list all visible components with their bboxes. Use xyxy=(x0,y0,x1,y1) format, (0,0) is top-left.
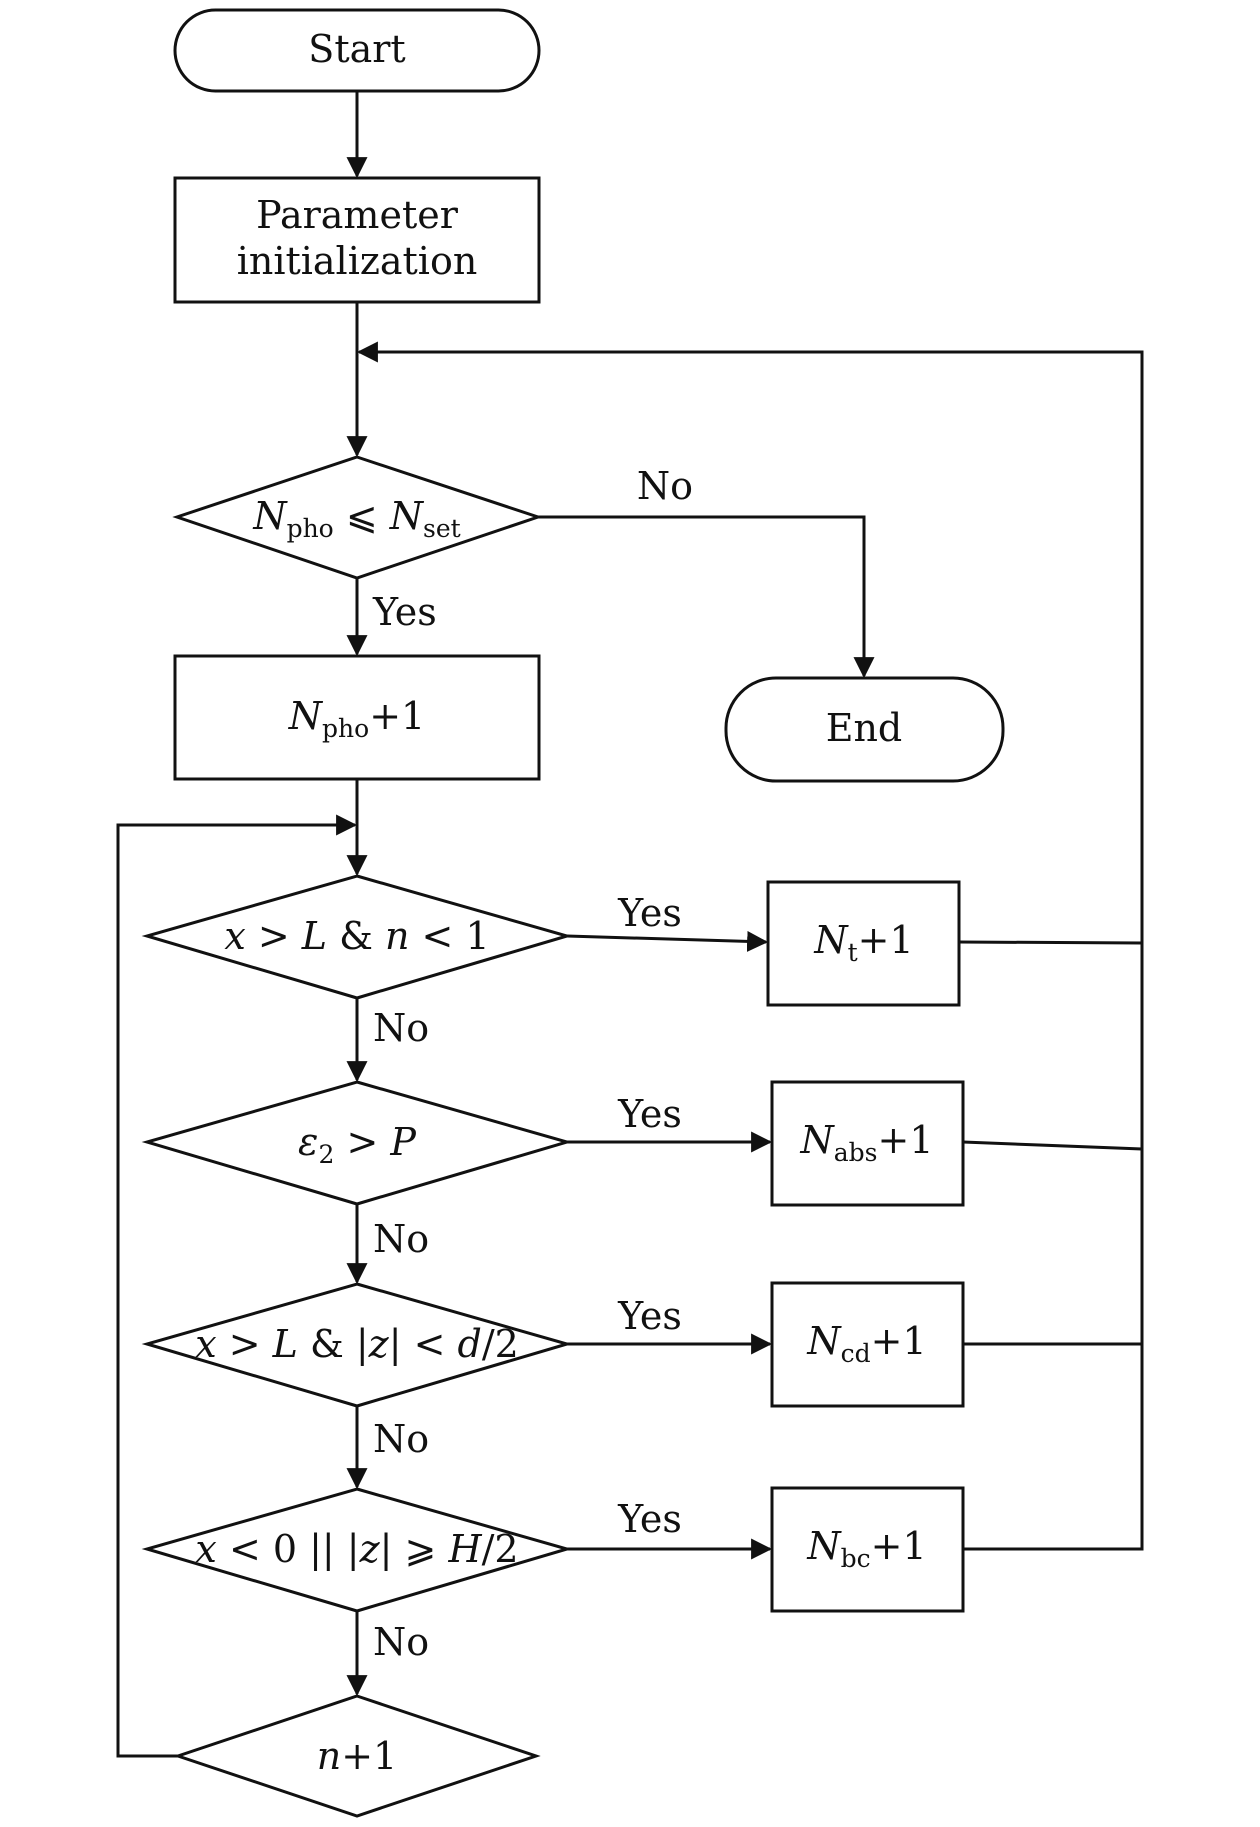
init-box xyxy=(173,176,541,304)
npho-increment-box xyxy=(173,654,541,781)
ncd-increment-label: Ncd+1 xyxy=(806,1319,926,1368)
edge-transmit-yes xyxy=(566,930,769,952)
nbc-increment-label: Nbc+1 xyxy=(806,1524,926,1573)
label-boundary-no: No xyxy=(373,1620,429,1664)
edge-inner-loop xyxy=(116,814,358,1758)
nabs-increment-label: Nabs+1 xyxy=(799,1118,933,1167)
end-label: End xyxy=(826,706,903,750)
label-transmit-no: No xyxy=(373,1006,429,1050)
absorb-condition-diamond xyxy=(141,1080,573,1206)
n-increment-label: n+1 xyxy=(317,1734,398,1778)
edge-nt-to-loop xyxy=(958,940,1143,945)
edge-main-no-to-end xyxy=(538,515,875,679)
label-absorb-yes: Yes xyxy=(617,1092,682,1136)
start-label: Start xyxy=(308,27,405,71)
transmit-condition-diamond xyxy=(141,874,573,1000)
edge-labels: No Yes Yes No Yes No Yes No Yes No xyxy=(372,464,693,1664)
node-nt-increment: Nt+1 xyxy=(766,880,961,1007)
edge-return-loop xyxy=(356,341,1144,943)
label-collect-no: No xyxy=(373,1417,429,1461)
absorb-condition-label: ε2 > P xyxy=(298,1120,417,1169)
init-label-line1: Parameter xyxy=(256,193,459,237)
nabs-increment-box xyxy=(770,1080,965,1207)
node-absorb-condition: ε2 > P xyxy=(141,1080,573,1206)
node-boundary-condition: x < 0 || |z| ⩾ H/2 xyxy=(141,1487,573,1613)
end-terminal xyxy=(724,676,1005,783)
start-terminal xyxy=(173,8,541,93)
node-parameter-initialization: Parameter initialization xyxy=(173,176,541,304)
ncd-increment-box xyxy=(770,1281,965,1408)
collect-condition-diamond xyxy=(141,1282,573,1408)
node-ncd-increment: Ncd+1 xyxy=(770,1281,965,1408)
node-main-condition: Npho ⩽ Nset xyxy=(172,455,543,580)
collect-condition-label: x > L & |z| < d/2 xyxy=(195,1322,519,1366)
node-collect-condition: x > L & |z| < d/2 xyxy=(141,1282,573,1408)
edge-nbc-to-loop xyxy=(963,943,1144,1551)
boundary-condition-diamond xyxy=(141,1487,573,1613)
nt-increment-label: Nt+1 xyxy=(813,918,913,967)
n-increment-diamond xyxy=(173,1694,541,1818)
node-start: Start xyxy=(173,8,541,93)
nbc-increment-box xyxy=(770,1486,965,1613)
main-condition-diamond xyxy=(172,455,543,580)
connectors xyxy=(116,91,1144,1758)
main-condition-label: Npho ⩽ Nset xyxy=(252,494,460,543)
label-main-no: No xyxy=(637,464,693,508)
node-end: End xyxy=(724,676,1005,783)
edge-nabs-to-loop xyxy=(962,1140,1143,1151)
transmit-condition-label: x > L & n < 1 xyxy=(224,914,489,958)
label-collect-yes: Yes xyxy=(617,1294,682,1338)
npho-increment-label: Npho+1 xyxy=(288,694,425,743)
nt-increment-box xyxy=(766,880,961,1007)
node-transmit-condition: x > L & n < 1 xyxy=(141,874,573,1000)
label-main-yes: Yes xyxy=(372,590,437,634)
label-boundary-yes: Yes xyxy=(617,1497,682,1541)
node-n-increment: n+1 xyxy=(173,1694,541,1818)
label-transmit-yes: Yes xyxy=(617,891,682,935)
boundary-condition-label: x < 0 || |z| ⩾ H/2 xyxy=(195,1527,518,1571)
label-absorb-no: No xyxy=(373,1217,429,1261)
node-nabs-increment: Nabs+1 xyxy=(770,1080,965,1207)
node-npho-increment: Npho+1 xyxy=(173,654,541,781)
init-label-line2: initialization xyxy=(237,239,478,283)
node-nbc-increment: Nbc+1 xyxy=(770,1486,965,1613)
